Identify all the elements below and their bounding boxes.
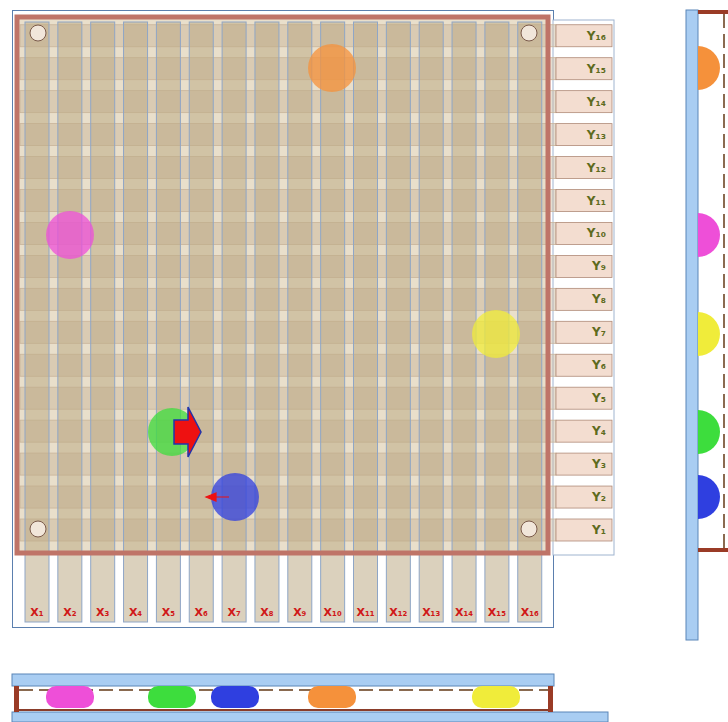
- bottom-spacer: [14, 686, 19, 712]
- y-electrode-label: Y₃: [592, 458, 606, 470]
- x-electrode: [354, 22, 378, 622]
- corner-hole: [30, 521, 46, 537]
- y-electrode-label: Y₁₆: [587, 30, 606, 42]
- side-touch-box: [698, 46, 728, 90]
- y-electrode-label: Y₄: [592, 425, 606, 437]
- y-electrode-label: Y₉: [592, 260, 606, 272]
- y-tab: [556, 420, 612, 442]
- y-electrode-label: Y₁₀: [587, 227, 606, 239]
- side-touch: [698, 410, 720, 454]
- y-electrode-label: Y₁₂: [587, 162, 606, 174]
- x-electrode-label: X₁₅: [488, 607, 506, 618]
- bottom-substrate: [12, 712, 608, 722]
- touch-point: [472, 310, 520, 358]
- y-tab: [556, 288, 612, 310]
- side-touch: [698, 475, 720, 519]
- y-electrode-label: Y₈: [592, 293, 606, 305]
- x-electrode: [156, 22, 180, 622]
- motion-arrow-small: [206, 493, 229, 501]
- x-electrode-label: X₁₀: [324, 607, 342, 618]
- side-touch: [698, 213, 720, 257]
- x-electrode-label: X₁: [30, 607, 43, 618]
- x-electrode-label: X₃: [96, 607, 109, 618]
- bottom-touch: [472, 686, 520, 708]
- x-electrode-label: X₄: [129, 607, 142, 618]
- x-electrode: [288, 22, 312, 622]
- side-spacer: [698, 548, 728, 552]
- y-electrode-label: Y₆: [592, 359, 606, 371]
- x-electrode-label: X₁₁: [356, 607, 374, 618]
- side-touch-box: [698, 312, 728, 356]
- bottom-electrode-layer: [19, 709, 548, 711]
- side-spacer: [698, 10, 728, 14]
- x-electrode: [189, 22, 213, 622]
- y-tab: [556, 91, 612, 113]
- y-tab: [556, 25, 612, 47]
- tab-frame: [553, 20, 614, 555]
- x-electrode: [452, 22, 476, 622]
- side-electrode-layer: [723, 14, 725, 548]
- x-electrode: [91, 22, 115, 622]
- y-electrode-label: Y₁₁: [587, 195, 606, 207]
- y-tab: [556, 486, 612, 508]
- corner-hole: [521, 25, 537, 41]
- touch-point: [308, 44, 356, 92]
- side-touch-box: [698, 213, 728, 257]
- x-electrode-label: X₂: [63, 607, 76, 618]
- corner-hole: [521, 521, 537, 537]
- x-electrode-label: X₅: [162, 607, 175, 618]
- x-electrode: [124, 22, 148, 622]
- side-touch: [698, 312, 720, 356]
- y-tab: [556, 453, 612, 475]
- bottom-touch: [46, 686, 94, 708]
- y-tab: [556, 222, 612, 244]
- x-electrode-label: X₁₃: [422, 607, 440, 618]
- x-electrode-label: X₁₂: [389, 607, 407, 618]
- side-touch: [698, 46, 720, 90]
- x-electrode: [419, 22, 443, 622]
- x-electrode-label: X₁₆: [521, 607, 539, 618]
- y-tab: [556, 255, 612, 277]
- bottom-touch: [148, 686, 196, 708]
- y-electrode-label: Y₁₄: [587, 96, 606, 108]
- y-electrode-label: Y₅: [592, 392, 606, 404]
- y-tab: [556, 190, 612, 212]
- corner-hole: [30, 25, 46, 41]
- x-electrode: [222, 22, 246, 622]
- y-tab: [556, 321, 612, 343]
- bottom-glass: [12, 674, 554, 686]
- y-electrode-label: Y₇: [592, 326, 606, 338]
- x-electrode: [58, 22, 82, 622]
- y-tab: [556, 519, 612, 541]
- bottom-spacer: [548, 686, 553, 712]
- motion-arrow: [174, 407, 201, 457]
- y-tab: [556, 354, 612, 376]
- touch-point: [46, 211, 94, 259]
- y-tab: [556, 157, 612, 179]
- bottom-electrode-layer-dashed: [19, 689, 548, 691]
- x-electrode-label: X₁₄: [455, 607, 473, 618]
- x-electrode: [25, 22, 49, 622]
- x-electrode-label: X₈: [260, 607, 273, 618]
- x-electrode: [386, 22, 410, 622]
- x-electrode: [321, 22, 345, 622]
- x-electrode: [255, 22, 279, 622]
- y-electrode-label: Y₁: [592, 524, 606, 536]
- y-electrode-label: Y₁₅: [587, 63, 606, 75]
- y-electrode-label: Y₁₃: [587, 129, 606, 141]
- x-electrode: [518, 22, 542, 622]
- y-tab: [556, 124, 612, 146]
- side-glass: [686, 10, 698, 640]
- side-touch-box: [698, 410, 728, 454]
- x-electrode-label: X₉: [293, 607, 306, 618]
- y-tab: [556, 387, 612, 409]
- bottom-touch: [211, 686, 259, 708]
- x-electrode-label: X₆: [195, 607, 208, 618]
- bottom-touch: [308, 686, 356, 708]
- y-electrode-label: Y₂: [592, 491, 606, 503]
- x-electrode-label: X₇: [227, 607, 240, 618]
- panel-border: [17, 17, 548, 553]
- side-touch-box: [698, 475, 728, 519]
- y-tab: [556, 58, 612, 80]
